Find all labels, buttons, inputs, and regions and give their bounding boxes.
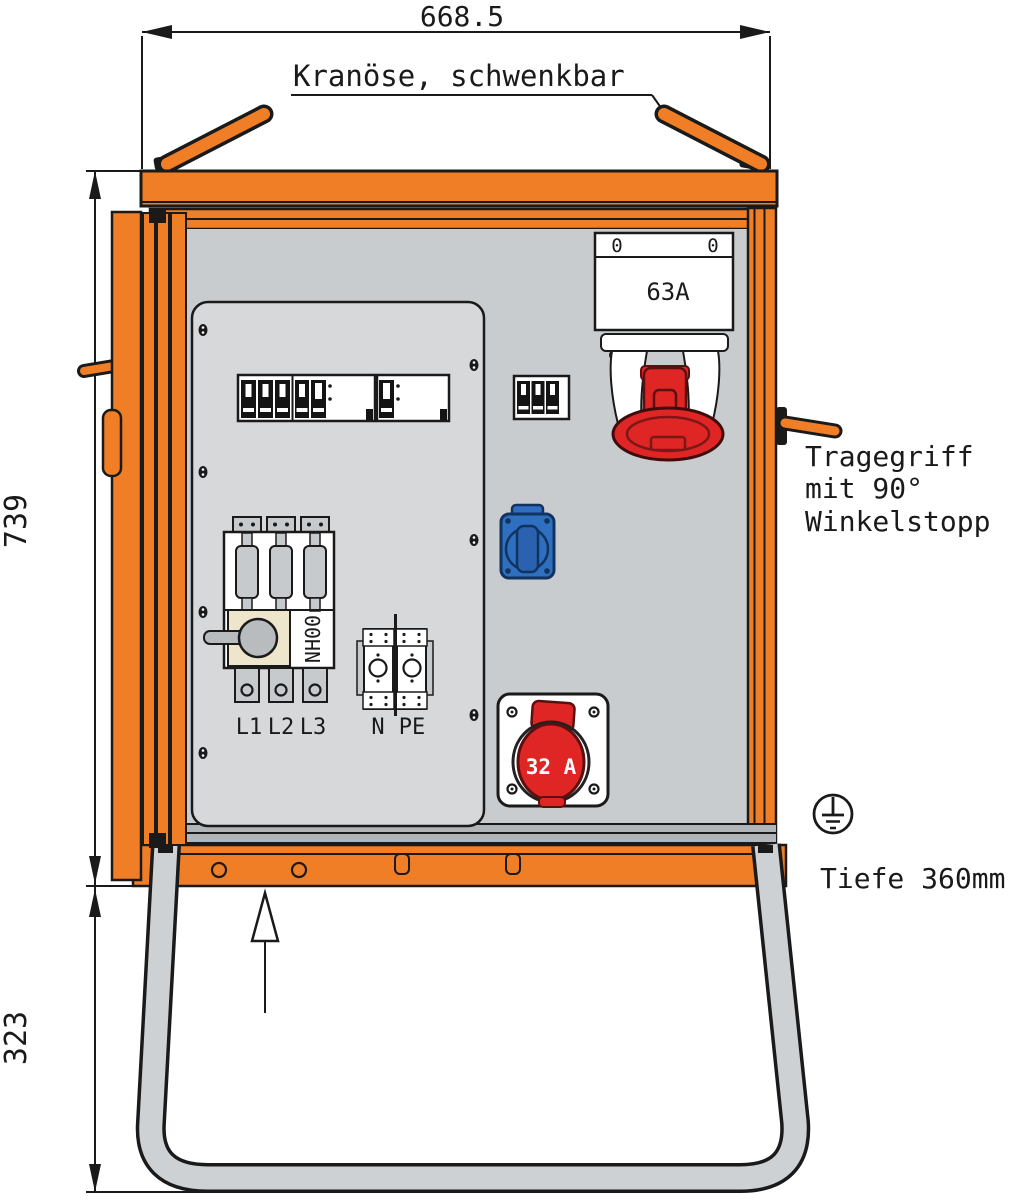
plate-screw [588, 706, 600, 718]
plate-screw [588, 783, 600, 795]
plate-screw [506, 706, 518, 718]
cee-socket-32a: 32 A [496, 692, 610, 808]
rail-end-clamp [366, 409, 373, 420]
arrowhead [89, 171, 101, 199]
base-hole [210, 861, 228, 879]
fuse-channels [235, 532, 327, 612]
crane-eye-left [153, 104, 274, 174]
door-frame-strip [142, 212, 156, 846]
phase-label-l2: L2 [268, 715, 295, 740]
crane-note: Kranöse, schwenkbar [291, 59, 665, 113]
door-frame-strip [156, 212, 170, 846]
panel-screw [469, 359, 479, 371]
nh00-fuse-switch: NH00 L1 L2 L3 [203, 516, 336, 740]
din-rail-row-1 [236, 373, 451, 423]
n-pe-terminals: N PE [356, 614, 434, 740]
left-door [77, 210, 187, 882]
crane-note-label: Kranöse, schwenkbar [293, 59, 625, 93]
nh00-label: NH00 [301, 615, 325, 663]
arrowhead [89, 889, 101, 917]
fuse-box-63a: 0 0 63A [593, 231, 735, 462]
roof-beam [139, 169, 779, 208]
width-dimension-label: 668.5 [420, 0, 504, 33]
base-clamp [394, 853, 410, 875]
breaker-1pole [295, 380, 309, 418]
switch-knob [237, 617, 279, 659]
phase-label-l1: L1 [236, 715, 263, 740]
hinge-bottom [149, 833, 166, 848]
stand-height-label: 323 [0, 1011, 34, 1065]
socket-rating-label: 32 A [526, 755, 577, 779]
panel-screw [198, 324, 208, 336]
din-rail-row-2 [512, 374, 571, 421]
panel-screw [469, 534, 479, 546]
handle-note-line1: Tragegriff [805, 440, 974, 473]
door-panel [110, 210, 143, 882]
fuse-slot-right: 0 [707, 235, 718, 257]
switch-device [379, 380, 400, 418]
stand-bolt [758, 845, 773, 853]
top-terminal [266, 516, 296, 533]
top-terminal [232, 516, 262, 533]
panel-screw [198, 747, 208, 759]
hinge-top [149, 210, 166, 223]
arrowhead [89, 856, 101, 884]
handle-note-line3: Winkelstopp [805, 505, 990, 538]
carry-handle-right [776, 407, 843, 445]
fuse-slot-left: 0 [611, 235, 622, 257]
stand-frame [135, 843, 811, 1193]
socket-flange [600, 333, 729, 352]
handle-note-line2: mit 90° [805, 472, 923, 505]
arrowhead-right [740, 25, 770, 39]
lid-catch [538, 796, 566, 808]
neutral-label: N [371, 715, 384, 740]
door-frame-strip [170, 212, 187, 846]
earth-symbol [812, 793, 854, 835]
breaker-3pole [241, 380, 290, 418]
base-hole [290, 861, 308, 879]
panel-screw [198, 606, 208, 618]
schuko-socket [499, 503, 556, 580]
cabinet-bottom [131, 823, 788, 888]
body-height-label: 739 [0, 494, 34, 548]
door-handle [101, 408, 123, 478]
base-clamp [505, 853, 521, 875]
cee-socket-63a [611, 365, 725, 462]
fuse-box-body [593, 231, 735, 332]
arrow-head [250, 888, 280, 943]
socket-slot [515, 524, 540, 574]
switch-device [311, 380, 332, 418]
plate-screw [506, 783, 518, 795]
panel-screw [469, 709, 479, 721]
handle-note: Tragegriff mit 90° Winkelstopp [805, 440, 990, 538]
top-terminal [300, 516, 330, 533]
bottom-terminals [234, 667, 328, 703]
phase-label-l3: L3 [300, 715, 327, 740]
fuse-rating-label: 63A [646, 278, 690, 306]
dimension-width-top: 668.5 [141, 0, 771, 169]
crane-eye-right [654, 104, 771, 174]
arrowhead-left [142, 25, 172, 39]
earth-label: PE [399, 715, 426, 740]
arrowhead [89, 1164, 101, 1192]
right-wall [746, 206, 778, 847]
up-arrow-marker [250, 888, 280, 1013]
depth-note-label: Tiefe 360mm [820, 862, 1005, 895]
stand-bolt [158, 845, 173, 853]
base-beam [131, 843, 788, 888]
rail-end-clamp [440, 409, 447, 420]
panel-screw [198, 466, 208, 478]
